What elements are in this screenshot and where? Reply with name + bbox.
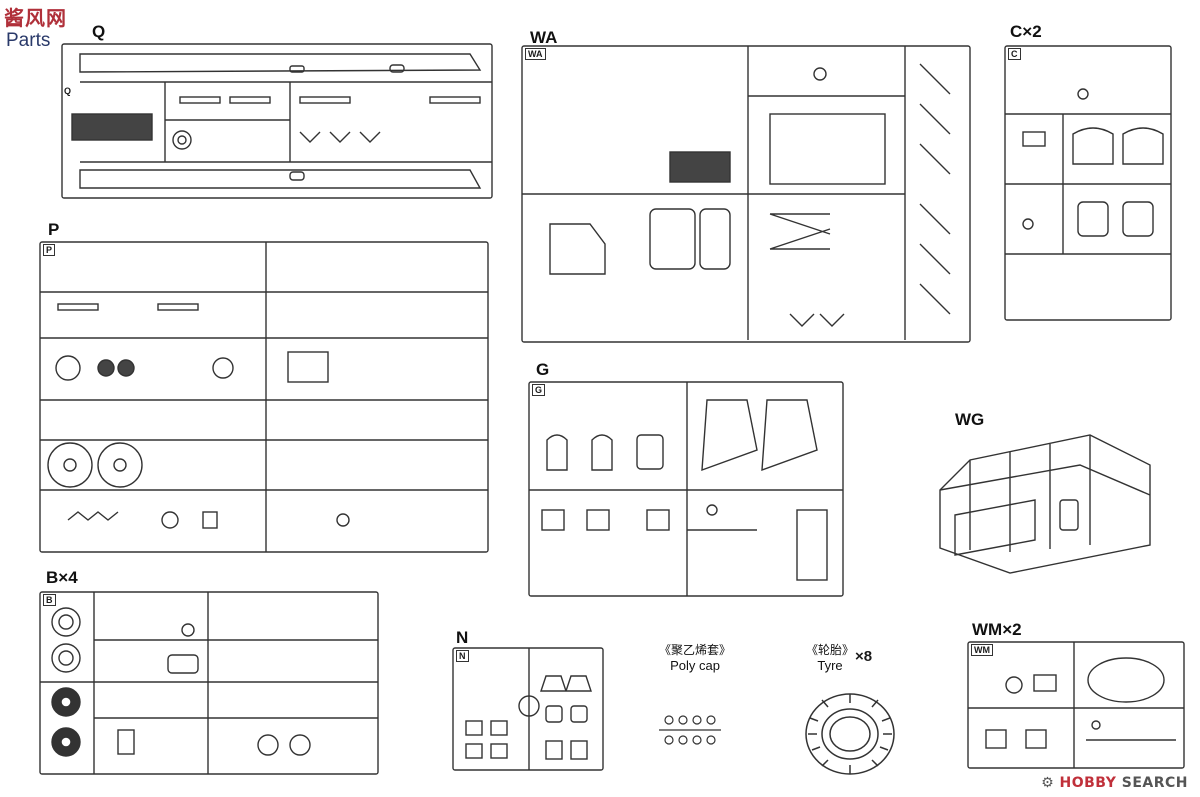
sprue-q-tag: Q <box>64 86 72 96</box>
poly-cap-parts <box>655 712 725 748</box>
sprue-p <box>38 240 492 556</box>
sprue-c-tag: C <box>1008 48 1021 60</box>
sprue-g-tag: G <box>532 384 546 396</box>
sprue-wm-tag: WM <box>971 644 993 656</box>
sprue-n-title: N <box>456 628 469 647</box>
wg-drawing <box>939 434 1151 574</box>
parts-heading: Parts <box>6 30 51 51</box>
sprue-wa-drawing <box>521 45 971 343</box>
sprue-c-drawing <box>1004 45 1172 321</box>
sprue-q-drawing <box>61 43 493 199</box>
sprue-p-title: P <box>48 220 60 239</box>
sprue-wa-title: WA <box>530 28 558 47</box>
hobby-search-watermark: ⚙ HOBBY SEARCH <box>1041 775 1188 791</box>
sprue-p-tag: P <box>43 244 56 256</box>
sprue-wm-drawing <box>967 641 1185 769</box>
tyre-icon <box>805 693 895 775</box>
sprue-b <box>38 590 382 778</box>
sprue-c-title: C×2 <box>1010 22 1042 41</box>
sprue-wa <box>520 44 974 346</box>
site-logo: 酱风网 <box>4 6 67 30</box>
sprue-b-tag: B <box>43 594 56 606</box>
sprue-g-drawing <box>528 381 844 597</box>
hobby-search-icon: ⚙ <box>1041 775 1055 791</box>
tyre-label: Tyre <box>817 658 843 673</box>
tyre-label-cn: 《轮胎》 <box>805 643 854 657</box>
sprue-g <box>527 380 847 600</box>
sprue-n-tag: N <box>456 650 469 662</box>
sprue-q-title: Q <box>92 22 106 41</box>
sprue-b-drawing <box>39 591 379 775</box>
sprue-wa-tag: WA <box>525 48 546 60</box>
tyre-count: ×8 <box>855 648 873 665</box>
poly-cap-label-cn: 《聚乙烯套》 <box>658 643 731 657</box>
wg-title: WG <box>955 410 985 429</box>
sprue-c <box>1003 44 1175 324</box>
sprue-b-title: B×4 <box>46 568 78 587</box>
sprue-wm-title: WM×2 <box>972 620 1022 639</box>
tyre-part <box>800 688 900 780</box>
watermark-hobby: HOBBY <box>1059 775 1117 791</box>
wg-part <box>930 430 1160 580</box>
sprue-n <box>451 646 607 774</box>
watermark-search: SEARCH <box>1121 775 1188 791</box>
sprue-g-title: G <box>536 360 550 379</box>
sprue-p-drawing <box>39 241 489 553</box>
sprue-q <box>60 42 496 202</box>
poly-cap-drawing <box>659 715 721 745</box>
sprue-wm <box>966 640 1188 772</box>
sprue-n-drawing <box>452 647 604 771</box>
poly-cap-label: Poly cap <box>670 658 720 673</box>
